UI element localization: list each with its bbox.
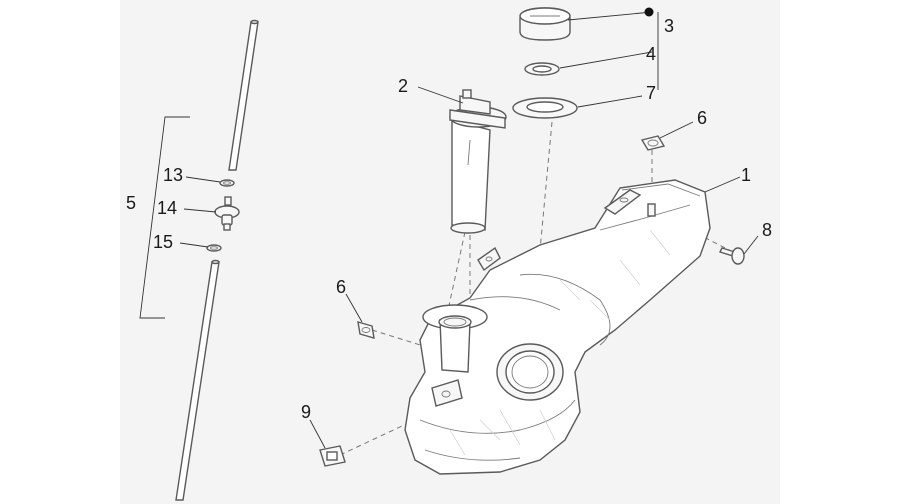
callout-8: 8	[762, 220, 772, 240]
callout-13: 13	[163, 165, 183, 185]
callout-6-right: 6	[697, 108, 707, 128]
callout-1: 1	[741, 165, 751, 185]
callout-4: 4	[646, 44, 656, 64]
callout-9: 9	[301, 402, 311, 422]
clip-6-right	[640, 135, 666, 151]
hose-lower	[175, 259, 220, 501]
callout-6-left: 6	[336, 277, 346, 297]
clamp-15	[206, 244, 222, 252]
group-5-bracket	[139, 116, 190, 319]
pump-opening	[496, 343, 564, 401]
fuel-level-sender	[449, 89, 507, 234]
callout-15: 15	[153, 232, 173, 252]
valve-14	[214, 196, 240, 231]
gasket-4	[524, 62, 560, 76]
leader-lines	[179, 11, 759, 449]
reference-dot	[644, 7, 654, 17]
fuel-tank	[404, 179, 711, 475]
hose-upper	[228, 19, 259, 171]
callout-14: 14	[157, 198, 177, 218]
screw-8	[719, 247, 745, 265]
clip-6-left	[357, 321, 375, 339]
callout-5: 5	[126, 193, 136, 213]
callout-7: 7	[646, 83, 656, 103]
gasket-7	[512, 97, 578, 119]
callout-2: 2	[398, 76, 408, 96]
callout-3: 3	[664, 16, 674, 36]
clip-nut-9	[319, 445, 346, 467]
clamp-13	[219, 179, 235, 187]
callout-labels: 1 2 3 4 5 6 6 7 8 9 13 14 15	[126, 16, 772, 422]
filler-neck	[422, 304, 488, 373]
fuel-cap	[519, 7, 571, 41]
